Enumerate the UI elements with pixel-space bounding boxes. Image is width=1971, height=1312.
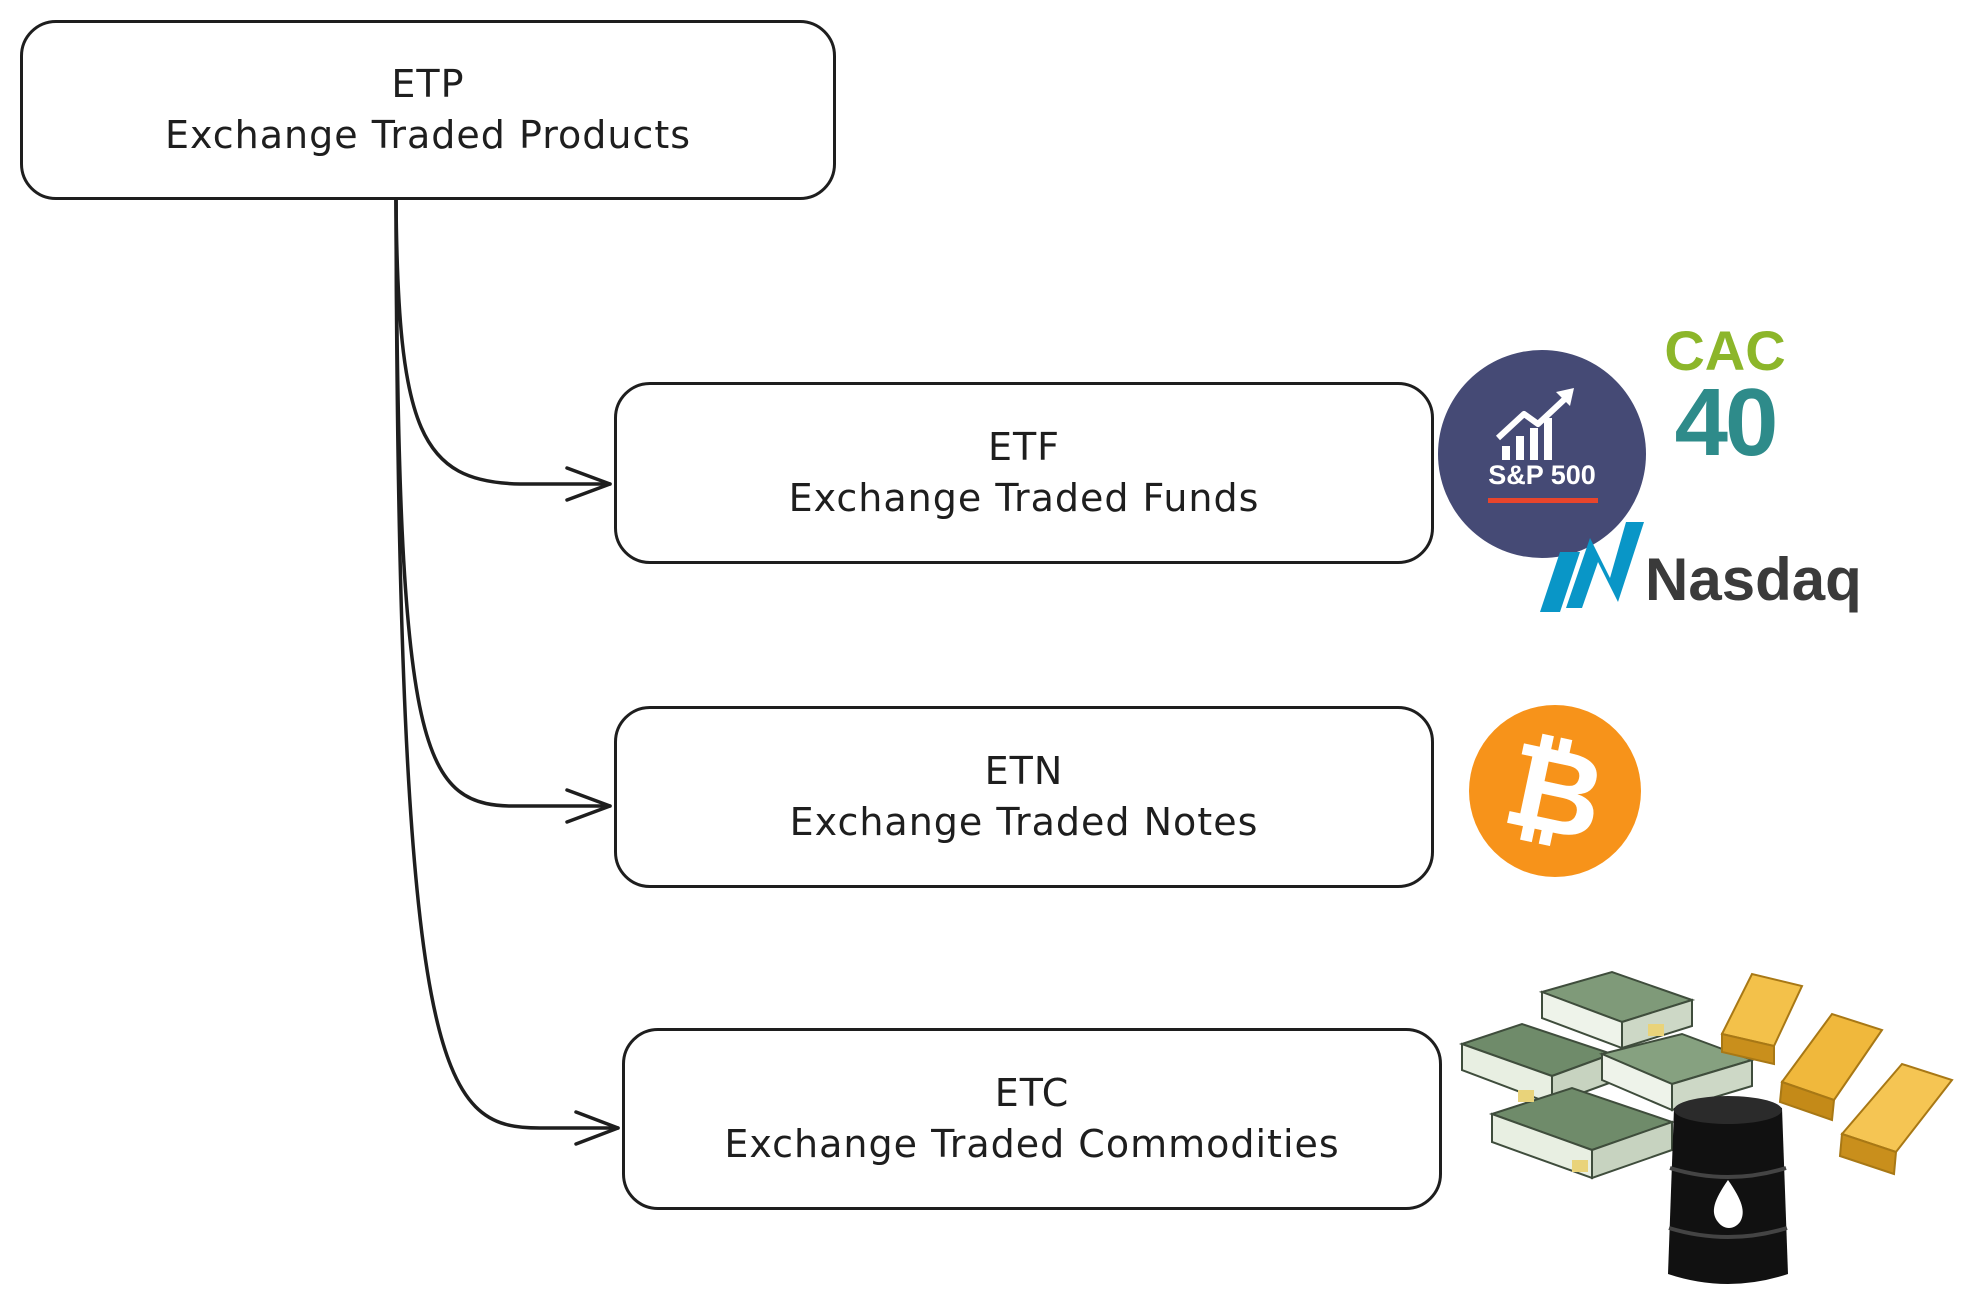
sp500-underline	[1488, 498, 1598, 503]
arrowhead-etn	[565, 788, 612, 824]
connector-etp-etn	[394, 198, 612, 808]
cac40-line1: CAC	[1664, 319, 1786, 382]
bitcoin-logo: ₿	[1469, 705, 1641, 877]
node-etf-label: Exchange Traded Funds	[788, 476, 1260, 520]
node-etf-abbr: ETF	[987, 425, 1061, 469]
cac40-logo: CAC 40	[1650, 319, 1800, 476]
node-etf: ETF Exchange Traded Funds	[614, 382, 1434, 564]
oil-barrel-icon	[1668, 1096, 1788, 1284]
arrowhead-etc	[574, 1110, 620, 1146]
sp500-label: S&P 500	[1488, 460, 1596, 490]
nasdaq-logo: Nasdaq	[1540, 522, 1862, 613]
node-etc-abbr: ETC	[994, 1071, 1070, 1115]
node-etn-label: Exchange Traded Notes	[789, 800, 1259, 844]
nasdaq-label: Nasdaq	[1645, 546, 1862, 613]
gold-bars-icon	[1720, 972, 1954, 1176]
node-etc-label: Exchange Traded Commodities	[724, 1122, 1340, 1166]
commodities-illustration	[1458, 970, 1954, 1284]
node-etn: ETN Exchange Traded Notes	[614, 706, 1434, 888]
sp500-logo: S&P 500	[1438, 350, 1646, 558]
cac40-line2: 40	[1674, 369, 1779, 476]
node-etp-label: Exchange Traded Products	[164, 113, 692, 157]
node-etp-abbr: ETP	[391, 62, 465, 106]
arrowhead-etf	[565, 466, 612, 502]
node-etn-abbr: ETN	[984, 749, 1064, 793]
node-etc: ETC Exchange Traded Commodities	[622, 1028, 1442, 1210]
cash-stacks-icon	[1458, 970, 1756, 1180]
connector-etp-etc	[394, 198, 620, 1130]
connector-etp-etf	[394, 198, 612, 486]
node-etp: ETP Exchange Traded Products	[20, 20, 836, 200]
nasdaq-mark-icon	[1540, 522, 1644, 612]
rising-chart-icon	[1495, 388, 1574, 460]
